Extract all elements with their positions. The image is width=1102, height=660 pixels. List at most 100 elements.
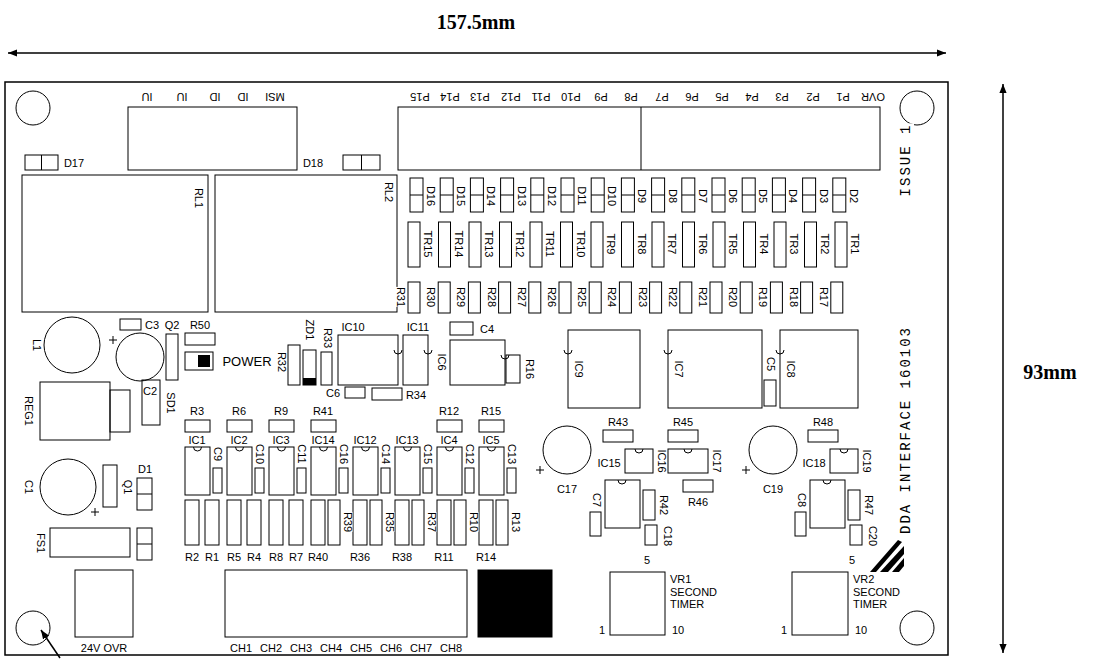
polarity-mark	[91, 508, 99, 516]
part-label: TR9	[605, 234, 616, 255]
part-label: R16	[524, 359, 535, 379]
part-label: R29	[455, 287, 466, 307]
connector-label: CH2	[260, 643, 282, 654]
diode-outline	[652, 178, 665, 212]
width-dimension	[8, 52, 946, 54]
part-label: R27	[515, 287, 526, 307]
transistor-outline	[805, 222, 817, 267]
part-label: R38	[392, 552, 412, 563]
component-outline	[437, 500, 451, 545]
connector-label: CH3	[290, 643, 312, 654]
part-label: IC14	[311, 435, 334, 446]
part-label: D13	[515, 186, 526, 206]
board-title: DDA INTERFACE 160103	[898, 326, 914, 534]
component-outline	[339, 468, 348, 493]
pin-label: IU	[142, 91, 153, 102]
capacitor-outline	[543, 426, 591, 474]
ic-notch	[501, 355, 509, 359]
connector-label: CH8	[440, 643, 462, 654]
ic-outline	[830, 449, 858, 473]
part-label: C14	[380, 444, 391, 464]
diode-divider	[712, 195, 725, 196]
diode-outline	[25, 155, 58, 170]
part-label: C1	[23, 480, 34, 494]
component-outline	[454, 500, 466, 545]
ic-outline	[185, 447, 210, 495]
component-outline	[507, 468, 516, 493]
pin-number: 5	[644, 555, 650, 566]
component-outline	[603, 430, 633, 442]
transistor-outline	[744, 222, 756, 267]
part-label: R10	[468, 512, 479, 532]
component-outline	[506, 355, 520, 383]
part-label: L1	[31, 339, 42, 351]
mounting-hole	[900, 91, 934, 125]
part-label: POWER	[222, 355, 271, 368]
part-label: D16	[425, 186, 436, 206]
ic-notch	[424, 350, 432, 354]
fuse-outline	[50, 528, 130, 557]
part-label: D15	[455, 186, 466, 206]
part-label: C7	[591, 493, 602, 507]
component-outline	[185, 333, 215, 345]
mounting-hole	[900, 611, 934, 645]
transistor-outline	[652, 222, 664, 267]
part-label: TR10	[574, 231, 585, 258]
diode-outline	[137, 528, 152, 560]
component-outline	[465, 468, 474, 493]
component-outline	[643, 490, 655, 520]
part-label: IC18	[802, 458, 825, 469]
ic-outline	[338, 335, 398, 385]
filled-pad	[478, 570, 552, 637]
component-outline	[590, 512, 601, 536]
part-label: R9	[274, 406, 288, 417]
ic-outline	[227, 447, 252, 495]
ic-outline	[353, 447, 378, 495]
ic-notch	[564, 350, 572, 354]
part-label: R19	[757, 287, 768, 307]
part-label: R39	[342, 512, 353, 532]
component-outline	[288, 345, 300, 385]
diode-divider	[591, 195, 604, 196]
part-label: IC1	[188, 435, 205, 446]
part-label: R50	[190, 320, 210, 331]
part-label: IC5	[482, 435, 499, 446]
part-label: IC15	[597, 458, 620, 469]
ic-notch	[684, 449, 692, 453]
diode-divider	[742, 195, 755, 196]
diode-outline	[343, 155, 380, 170]
pin-label: P6	[685, 91, 698, 102]
part-label: D2	[847, 189, 858, 203]
part-label: C10	[254, 444, 265, 464]
part-label: TR8	[635, 234, 646, 255]
transistor-outline	[439, 222, 451, 267]
component-outline	[395, 500, 409, 545]
part-label: D5	[757, 189, 768, 203]
connector-outline	[225, 570, 467, 637]
component-outline	[205, 500, 219, 545]
part-label: R25	[576, 287, 587, 307]
part-label: R46	[688, 497, 708, 508]
part-label: R23	[636, 287, 647, 307]
trimmer-label: VR1 SECOND TIMER	[670, 573, 717, 611]
pin-label: P11	[531, 91, 550, 102]
component-outline	[479, 420, 504, 432]
trimmer-outline	[792, 572, 848, 635]
part-label: IC9	[573, 360, 584, 377]
diode-divider	[361, 155, 362, 170]
diode-divider	[772, 195, 785, 196]
ic-outline	[810, 480, 845, 528]
resistor-outline	[619, 282, 631, 313]
part-label: TR2	[818, 234, 829, 255]
component-outline	[328, 500, 340, 545]
resistor-outline	[650, 282, 662, 313]
part-label: C3	[145, 320, 159, 331]
component-outline	[353, 500, 367, 545]
resistor-outline	[559, 282, 571, 313]
part-label: R21	[697, 287, 708, 307]
diode-divider	[621, 195, 634, 196]
component-outline	[450, 322, 473, 335]
part-label: R13	[510, 512, 521, 532]
part-label: R5	[227, 552, 241, 563]
ic-notch	[664, 350, 672, 354]
